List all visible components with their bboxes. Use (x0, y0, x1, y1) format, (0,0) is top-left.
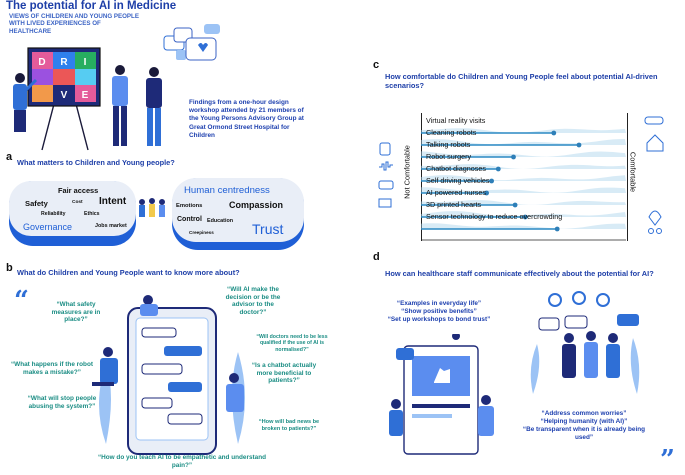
ridge-density-3 (421, 164, 626, 169)
quote-empathetic-ai: “How do you teach AI to be empathetic an… (97, 454, 267, 469)
quote-close-icon: ” (660, 445, 675, 475)
team-discussion-illustration (530, 291, 640, 394)
quote-workshops-trust: “Set up workshops to bond trust” (387, 316, 491, 323)
quote-robot-mistake: “What happens if the robot makes a mista… (10, 361, 93, 376)
panel-c-question: How comfortable do Children and Young Pe… (385, 72, 658, 90)
word-education: Education (207, 218, 234, 224)
word-compassion: Compassion (229, 200, 284, 210)
scenario-label-chatbot-diagnoses: Chatbot diagnoses (426, 164, 486, 173)
ridge-mean-point-0 (551, 130, 557, 136)
findings-text: Findings from a one-hour design workshop… (189, 99, 304, 139)
axis-not-comfortable-label: Not Comfortable (402, 145, 412, 199)
chat-bubbles-illustration (173, 24, 220, 61)
scenario-icons-right (644, 116, 664, 234)
ridge-density-2 (421, 151, 626, 157)
axis-comfortable: Comfortable (626, 120, 640, 225)
scenario-label-talking-robots: Talking robots (426, 140, 471, 149)
ridge-density-5 (421, 187, 626, 193)
axis-not-comfortable: Not Comfortable (400, 120, 414, 225)
ridge-mean-point-5 (484, 190, 489, 196)
right-word-cloud: Human centredness Emotions Compassion Co… (172, 178, 304, 250)
scenario-label-sensor-tech: Sensor technology to reduce overcrowding (426, 212, 563, 221)
scenario-label-vr-visits: Virtual reality visits (426, 116, 486, 125)
word-governance: Governance (23, 222, 73, 232)
quote-helping-humanity: “Helping humanity (with AI)” (540, 418, 628, 425)
panel-b-letter: b (6, 262, 13, 274)
ridgeline-chart (421, 128, 626, 241)
word-emotions: Emotions (176, 203, 203, 209)
panel-d-letter: d (373, 251, 380, 263)
panel-a-question: What matters to Children and Young peopl… (17, 158, 175, 167)
quotes-top-block: “Examples in everyday life” “Show positi… (374, 300, 504, 324)
word-cost: Cost (72, 200, 83, 205)
word-creepiness: Creepiness (189, 230, 214, 235)
scenario-label-robot-surgery: Robot surgery (426, 152, 472, 161)
word-trust: Trust (252, 221, 284, 237)
ridgeline-chart-frame (421, 113, 628, 241)
quote-safety-measures: “What safety measures are in place?” (51, 301, 101, 324)
social-media-illustration (389, 334, 494, 455)
word-control: Control (177, 216, 202, 223)
quote-everyday-life: “Examples in everyday life” (396, 300, 482, 307)
children-group-illustration (139, 198, 165, 217)
drive-letter-r: R (60, 57, 68, 68)
quotes-bottom-block: “Address common worries” “Helping humani… (514, 410, 654, 442)
quote-ai-decision: “Will AI make the decision or be the adv… (225, 286, 281, 316)
drive-letter-d: D (38, 57, 45, 68)
quote-address-worries: “Address common worries” (541, 410, 627, 417)
word-ethics: Ethics (84, 211, 100, 217)
word-reliability: Reliability (41, 211, 66, 217)
ridge-density-8 (421, 223, 626, 229)
ridge-mean-point-3 (495, 166, 501, 172)
drive-letter-e: E (82, 90, 89, 101)
ridge-mean-point-6 (512, 202, 518, 208)
axis-comfortable-label: Comfortable (628, 151, 638, 193)
ridge-mean-point-1 (576, 142, 582, 148)
scenario-label-self-driving: Self driving vehicles (426, 176, 490, 185)
ridge-density-0 (421, 128, 626, 133)
left-word-cloud: Fair access Safety Cost Intent Reliabili… (9, 181, 136, 246)
panel-c-letter: c (373, 59, 380, 71)
quote-open-icon: “ (14, 286, 29, 316)
word-fair-access: Fair access (58, 186, 99, 195)
ridge-mean-point-2 (511, 154, 516, 160)
quote-chatbot-beneficial: “Is a chatbot actually more beneficial t… (251, 362, 317, 385)
panel-a-letter: a (6, 151, 13, 163)
word-intent: Intent (99, 196, 127, 207)
quote-doctors-qualified: “Will doctors need to be less qualified … (256, 334, 328, 353)
scenario-label-3d-hearts: 3D printed hearts (426, 200, 482, 209)
quote-be-transparent: “Be transparent when it is already being… (522, 426, 646, 441)
word-human-centredness: Human centredness (184, 185, 270, 196)
phone-chat-illustration (92, 295, 245, 455)
drive-letter-i: I (84, 57, 87, 68)
ridge-mean-point-8 (554, 226, 560, 232)
scenario-label-cleaning-robots: Cleaning robots (426, 128, 477, 137)
ridge-mean-point-4 (489, 178, 494, 184)
panel-b-question: What do Children and Young People want t… (17, 268, 240, 277)
quote-positive-benefits: “Show positive benefits” (401, 308, 477, 315)
quote-stop-abuse: “What will stop people abusing the syste… (27, 395, 97, 410)
scenario-label-ai-nurses: AI powered nurses (426, 188, 486, 197)
ridge-density-6 (421, 200, 626, 205)
quote-bad-news: “How will bad news be broken to patients… (258, 419, 320, 432)
page-title: The potential for AI in Medicine (6, 0, 177, 12)
word-safety: Safety (25, 199, 48, 208)
ridge-mean-point-7 (522, 214, 528, 220)
word-jobs-market: Jobs market (95, 223, 127, 229)
ridge-density-1 (421, 139, 626, 145)
drive-letter-v: V (61, 90, 68, 101)
panel-d-question: How can healthcare staff communicate eff… (385, 269, 654, 278)
ridge-density-7 (421, 211, 626, 217)
scenario-icons-left (378, 142, 394, 208)
page-subtitle: VIEWS OF CHILDREN AND YOUNG PEOPLE WITH … (9, 13, 139, 35)
drive-workshop-illustration: D R I V E (13, 35, 186, 151)
ridge-density-4 (421, 175, 626, 181)
